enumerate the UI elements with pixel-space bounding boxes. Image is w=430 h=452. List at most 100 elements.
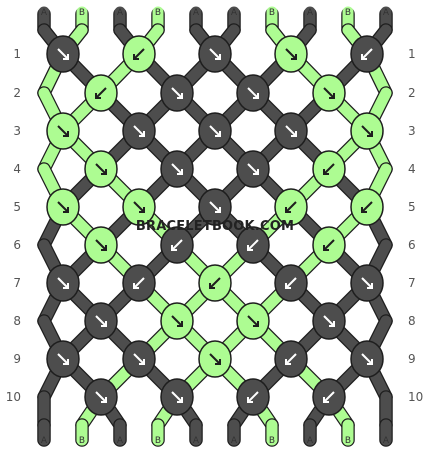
arrow-down-right-icon: [57, 277, 69, 289]
arrow-head: [63, 131, 69, 137]
arrow-head: [285, 283, 291, 289]
string-bottom-label: A: [117, 436, 124, 446]
arrow-head: [139, 207, 145, 213]
arrow-head: [63, 283, 69, 289]
arrow-down-left-icon: [209, 277, 221, 289]
string-top-marker: [190, 6, 202, 18]
arrow-down-right-icon: [247, 87, 259, 99]
knot-row6-4: [312, 226, 346, 264]
row-number-right: 8: [408, 314, 416, 328]
arrow-down-right-icon: [57, 201, 69, 213]
knot-row8-1: [84, 302, 118, 340]
arrow-head: [63, 359, 69, 365]
knot-row1-2: [122, 35, 156, 73]
knot-row3-5: [350, 112, 384, 150]
knot-row8-4: [312, 302, 346, 340]
arrow-head: [101, 245, 107, 251]
knot-row1-3: [198, 35, 232, 73]
arrow-head: [215, 131, 221, 137]
arrow-head: [177, 321, 183, 327]
arrow-down-right-icon: [285, 125, 297, 137]
string-bottom-marker: [38, 434, 50, 446]
knot-row7-1: [46, 264, 80, 302]
arrow-down-right-icon: [247, 315, 259, 327]
knot-row6-2: [160, 226, 194, 264]
string-bottom-label: A: [307, 436, 314, 446]
arrow-down-left-icon: [247, 239, 259, 251]
arrow-down-right-icon: [285, 48, 297, 60]
string-top-label: B: [155, 8, 161, 18]
knot-row7-3: [198, 264, 232, 302]
row-number-left: 7: [13, 276, 21, 290]
arrow-head: [323, 397, 329, 403]
string-top-marker: [380, 6, 392, 18]
arrow-head: [367, 131, 373, 137]
arrow-down-right-icon: [95, 391, 107, 403]
string-top-label: B: [79, 8, 85, 18]
string-bottom-label: B: [155, 436, 161, 446]
string-top-label: A: [193, 8, 200, 18]
row-number-left: 5: [13, 200, 21, 214]
string-bottom-label: B: [79, 436, 85, 446]
arrow-down-right-icon: [361, 277, 373, 289]
arrow-down-right-icon: [133, 125, 145, 137]
knot-row7-4: [274, 264, 308, 302]
arrow-head: [329, 93, 335, 99]
arrow-head: [253, 169, 259, 175]
arrow-head: [253, 321, 259, 327]
string-top-marker: [266, 6, 278, 18]
arrow-head: [285, 359, 291, 365]
arrow-down-right-icon: [209, 125, 221, 137]
row-number-right: 5: [408, 200, 416, 214]
knot-row5-1: [46, 188, 80, 226]
arrow-down-left-icon: [323, 391, 335, 403]
arrow-head: [361, 207, 367, 213]
string-top-label: B: [269, 8, 275, 18]
knot-row9-2: [122, 340, 156, 378]
string-top-label: A: [307, 8, 314, 18]
knot-row8-3: [236, 302, 270, 340]
string-top-marker: [228, 6, 240, 18]
site-watermark: BRACELETBOOK.COM: [136, 219, 294, 234]
arrow-down-right-icon: [323, 315, 335, 327]
arrow-down-left-icon: [133, 277, 145, 289]
knot-row9-4: [274, 340, 308, 378]
arrow-head: [63, 54, 69, 60]
arrow-head: [291, 131, 297, 137]
arrow-head: [323, 169, 329, 175]
arrow-down-left-icon: [95, 87, 107, 99]
arrow-head: [133, 54, 139, 60]
arrow-down-right-icon: [323, 87, 335, 99]
arrow-down-right-icon: [57, 48, 69, 60]
row-number-right: 6: [408, 238, 416, 252]
arrow-down-right-icon: [361, 125, 373, 137]
arrow-down-right-icon: [171, 315, 183, 327]
arrow-head: [367, 283, 373, 289]
string-top-marker: [304, 6, 316, 18]
knot-row3-4: [274, 112, 308, 150]
arrow-head: [285, 207, 291, 213]
knot-row9-5: [350, 340, 384, 378]
knot-row5-4: [274, 188, 308, 226]
knot-row6-1: [84, 226, 118, 264]
arrow-down-right-icon: [133, 353, 145, 365]
arrow-head: [101, 397, 107, 403]
arrow-down-right-icon: [95, 163, 107, 175]
arrow-head: [139, 359, 145, 365]
knot-row6-3: [236, 226, 270, 264]
arrow-down-left-icon: [285, 353, 297, 365]
string-bottom-marker: [228, 434, 240, 446]
row-number-left: 10: [6, 390, 21, 404]
string-top-marker: [114, 6, 126, 18]
arrow-down-left-icon: [361, 201, 373, 213]
knot-row3-3: [198, 112, 232, 150]
row-number-left: 9: [13, 352, 21, 366]
arrow-down-left-icon: [285, 277, 297, 289]
knot-grid: [46, 35, 384, 416]
knot-row2-3: [236, 74, 270, 112]
arrow-down-right-icon: [361, 353, 373, 365]
string-bottom-label: A: [41, 436, 48, 446]
knot-row2-1: [84, 74, 118, 112]
string-bottom-marker: [342, 434, 354, 446]
